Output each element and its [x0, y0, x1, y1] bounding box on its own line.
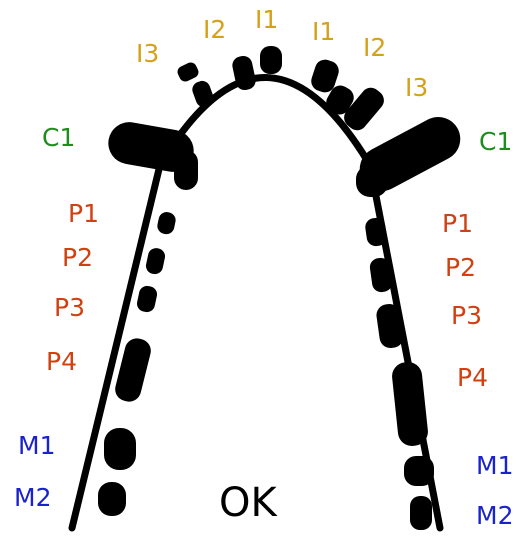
label-i1-left: I1: [255, 5, 278, 34]
label-m2-left: M2: [14, 483, 51, 512]
tooth-p2-left: [144, 247, 166, 276]
label-p3-left: P3: [54, 293, 85, 322]
molars-left: [98, 428, 136, 516]
tooth-p4-right: [391, 361, 430, 448]
label-i2-right: I2: [363, 33, 386, 62]
label-p4-right: P4: [457, 363, 488, 392]
tooth-p1-left: [156, 211, 177, 236]
tooth-m1-left: [104, 428, 136, 470]
label-p4-left: P4: [46, 347, 77, 376]
label-m2-right: M2: [476, 501, 513, 530]
label-i2-left: I2: [203, 15, 226, 44]
label-c1-left: C1: [42, 123, 75, 152]
diagram-title: OK: [219, 480, 278, 526]
label-m1-right: M1: [476, 451, 513, 480]
tooth-p3-left: [135, 284, 158, 313]
premolars-right: [364, 217, 429, 448]
tooth-m1-right: [404, 456, 434, 486]
label-p1-left: P1: [68, 199, 99, 228]
label-m1-left: M1: [18, 431, 55, 460]
label-i1-right: I1: [312, 17, 335, 46]
tooth-m2-right: [410, 496, 432, 530]
label-c1-right: C1: [479, 127, 512, 156]
tooth-m2-left: [98, 482, 126, 516]
tooth-i3-left: [176, 61, 216, 110]
canine-right: [352, 109, 468, 199]
label-i3-right: I3: [405, 73, 428, 102]
label-i3-left: I3: [136, 39, 159, 68]
tooth-i1-left: [260, 46, 282, 74]
incisor-teeth: [176, 46, 388, 134]
molars-right: [404, 456, 434, 530]
label-p2-right: P2: [445, 253, 476, 282]
label-p2-left: P2: [62, 243, 93, 272]
label-p3-right: P3: [451, 301, 482, 330]
label-p1-right: P1: [442, 209, 473, 238]
